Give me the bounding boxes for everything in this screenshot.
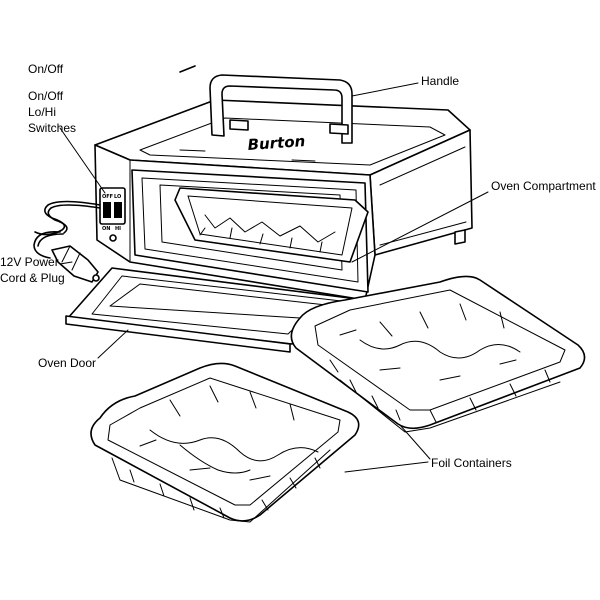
label-switches-line1: On/Off <box>28 89 64 103</box>
vent-slots <box>179 149 316 162</box>
leader-lines <box>59 82 489 473</box>
switch-label-off: OFF <box>102 194 113 200</box>
leader-power-cord <box>59 261 73 265</box>
label-foil-containers: Foil Containers <box>431 456 512 470</box>
oven-foot-right <box>454 229 466 245</box>
oven-handle <box>209 74 353 144</box>
oven-top-ridge <box>139 117 446 166</box>
leader-foil-left <box>344 461 429 473</box>
switch-panel: OFF LO ON HI <box>99 187 126 242</box>
lo-hi-switch <box>114 202 122 218</box>
door-edge <box>65 315 291 353</box>
leader-oven-compartment <box>351 191 489 263</box>
oven-door <box>65 267 366 353</box>
label-on-off: On/Off <box>28 62 64 76</box>
switch-label-on: ON <box>102 226 110 232</box>
on-off-switch <box>103 202 111 218</box>
leader-oven-door <box>97 329 129 359</box>
leader-foil-right <box>399 424 431 460</box>
label-switches-line2: Lo/Hi <box>28 105 57 119</box>
inner-tray <box>174 187 369 263</box>
label-switches-line3: Switches <box>28 121 77 135</box>
label-power-cord-line2: Cord & Plug <box>0 271 65 285</box>
power-cord <box>33 200 101 283</box>
leader-switches <box>59 127 106 194</box>
oven-compartment <box>131 169 369 293</box>
switch-label-hi: HI <box>115 226 121 232</box>
foil-container-right <box>290 275 586 433</box>
label-handle: Handle <box>421 74 460 88</box>
indicator-light <box>109 234 117 242</box>
foil-container-left <box>90 362 360 523</box>
switch-label-lo: LO <box>114 194 121 200</box>
label-power-cord-line1: 12V Power <box>0 255 59 269</box>
leader-handle <box>351 82 419 97</box>
brand-logo: Burton <box>247 132 306 154</box>
stray-mark <box>179 65 196 73</box>
label-oven-door: Oven Door <box>38 356 97 370</box>
label-oven-compartment: Oven Compartment <box>491 179 596 193</box>
